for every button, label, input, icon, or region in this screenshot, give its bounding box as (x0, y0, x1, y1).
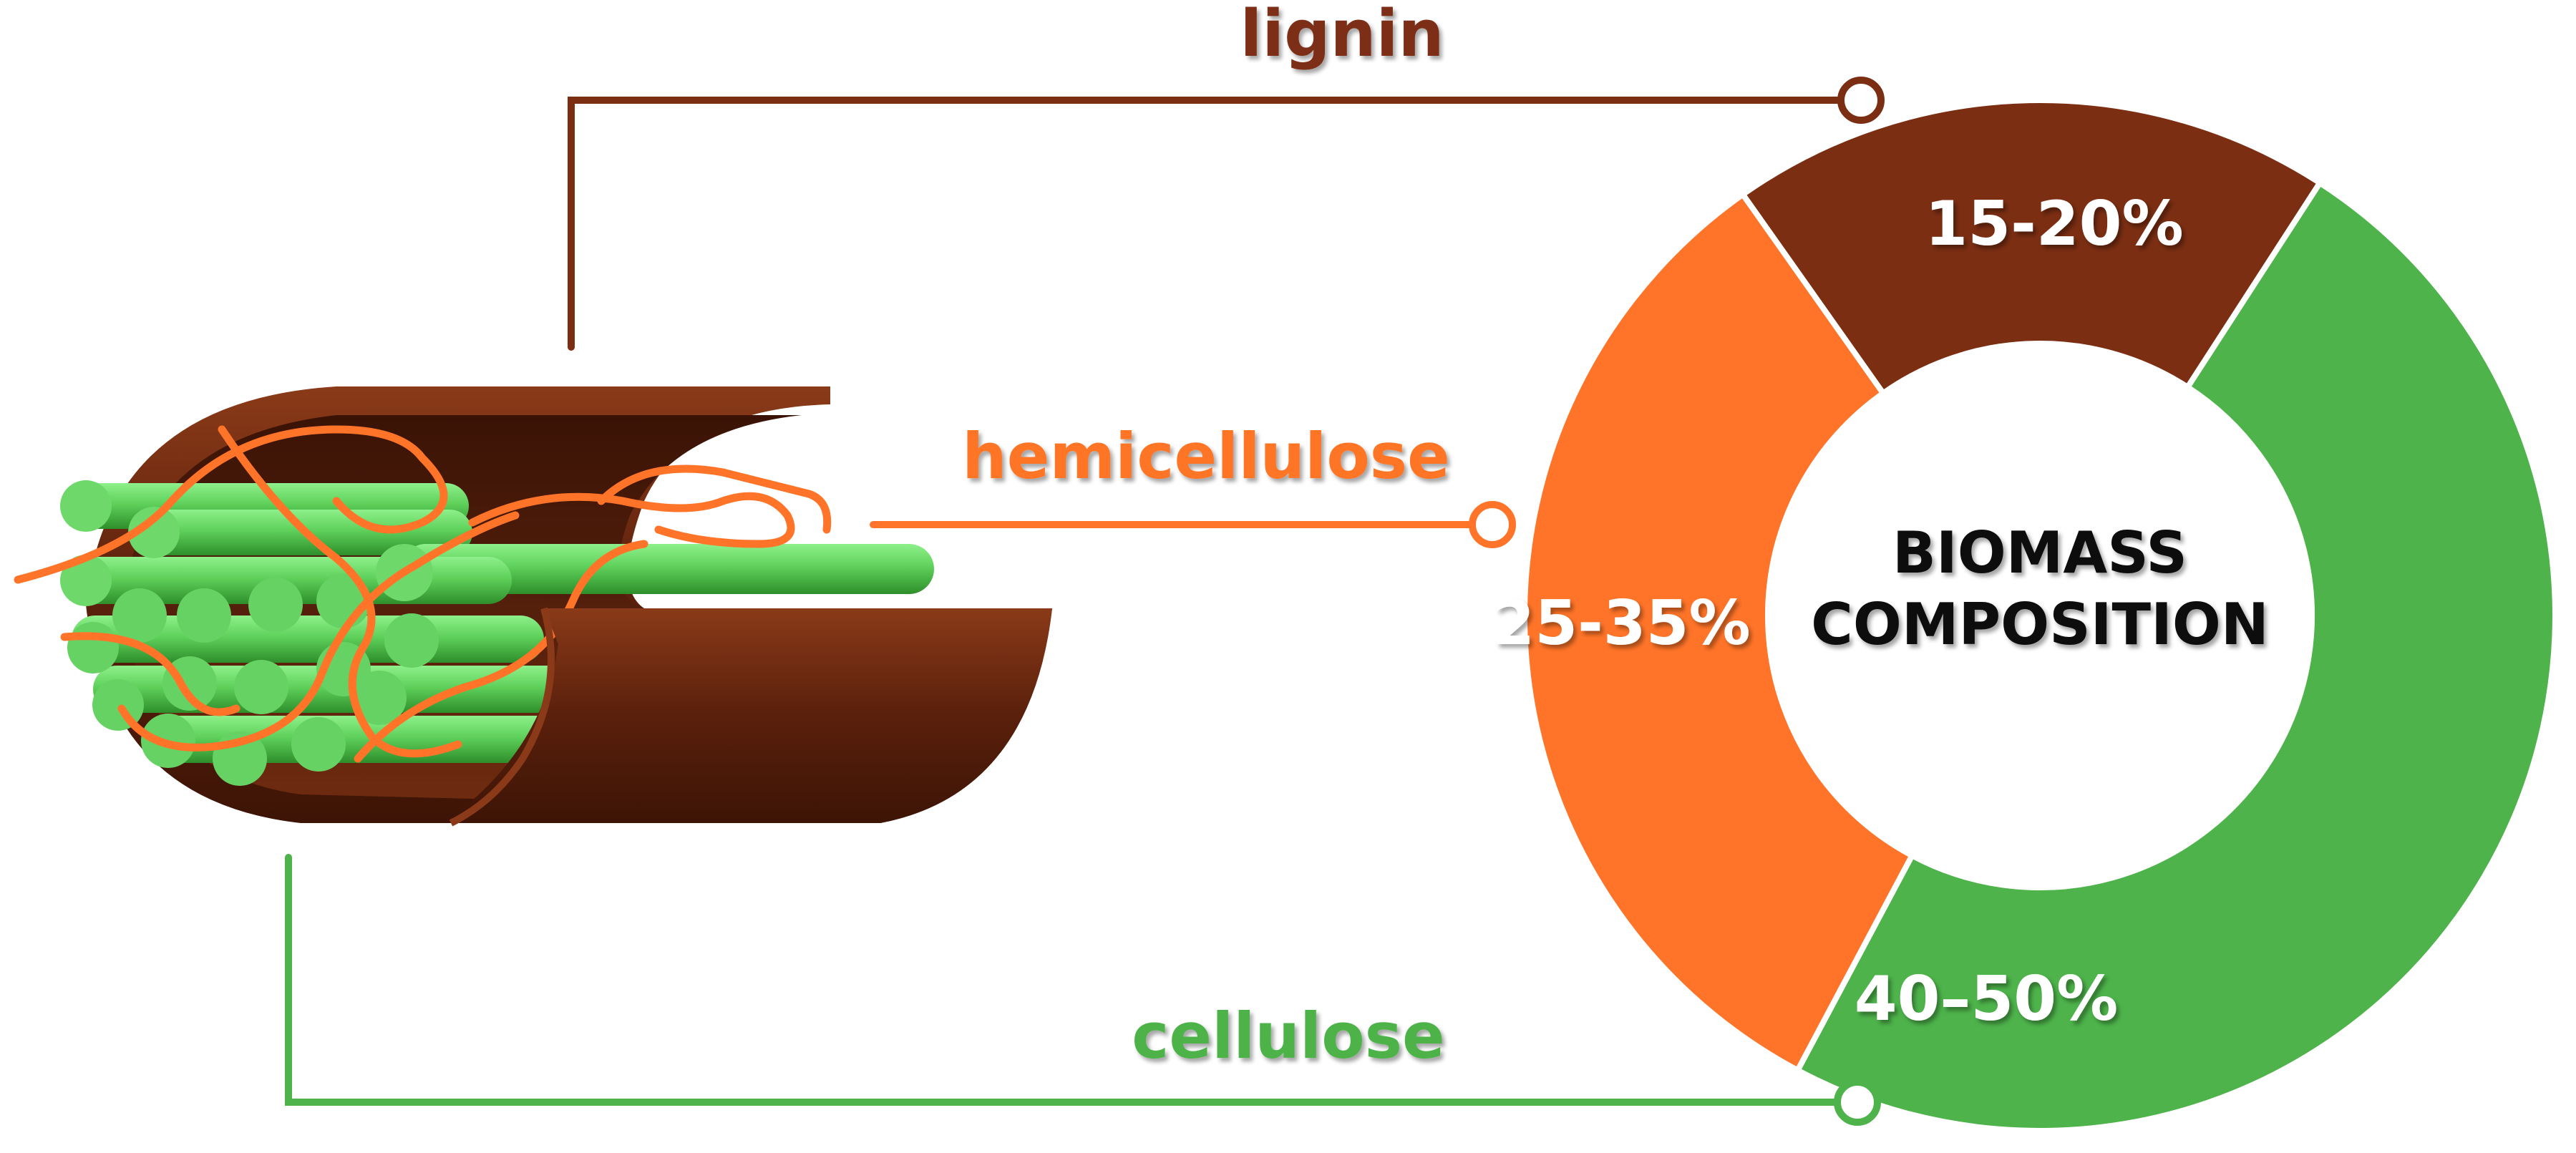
center-title-line1: BIOMASS (1892, 520, 2187, 586)
composition-donut-chart (1521, 97, 2558, 1134)
hemicellulose-strands (14, 425, 832, 763)
cellulose-connector (285, 854, 1861, 1106)
lignin-label: lignin (1240, 0, 1444, 72)
hemicellulose-marker (1469, 501, 1516, 548)
hemicellulose-slice (1521, 190, 1916, 1074)
lignin-value: 15-20% (1925, 188, 2183, 260)
connector-lines (285, 97, 1865, 1106)
hemicellulose-label: hemicellulose (962, 419, 1450, 493)
lignin-connector (568, 97, 1865, 351)
cellulose-label: cellulose (1132, 999, 1445, 1073)
cellulose-marker (1834, 1079, 1881, 1126)
donut-hole (1768, 344, 2312, 887)
lignin-marker (1837, 77, 1885, 124)
center-title-line2: COMPOSITION (1811, 591, 2269, 658)
hemicellulose-value: 25-35% (1492, 588, 1750, 659)
connector-markers (1469, 77, 1885, 1126)
lignin-sheath-front (444, 608, 1052, 823)
lignocellulose-fiber-illustration (14, 386, 1052, 827)
cellulose-value: 40–50% (1855, 963, 2119, 1035)
